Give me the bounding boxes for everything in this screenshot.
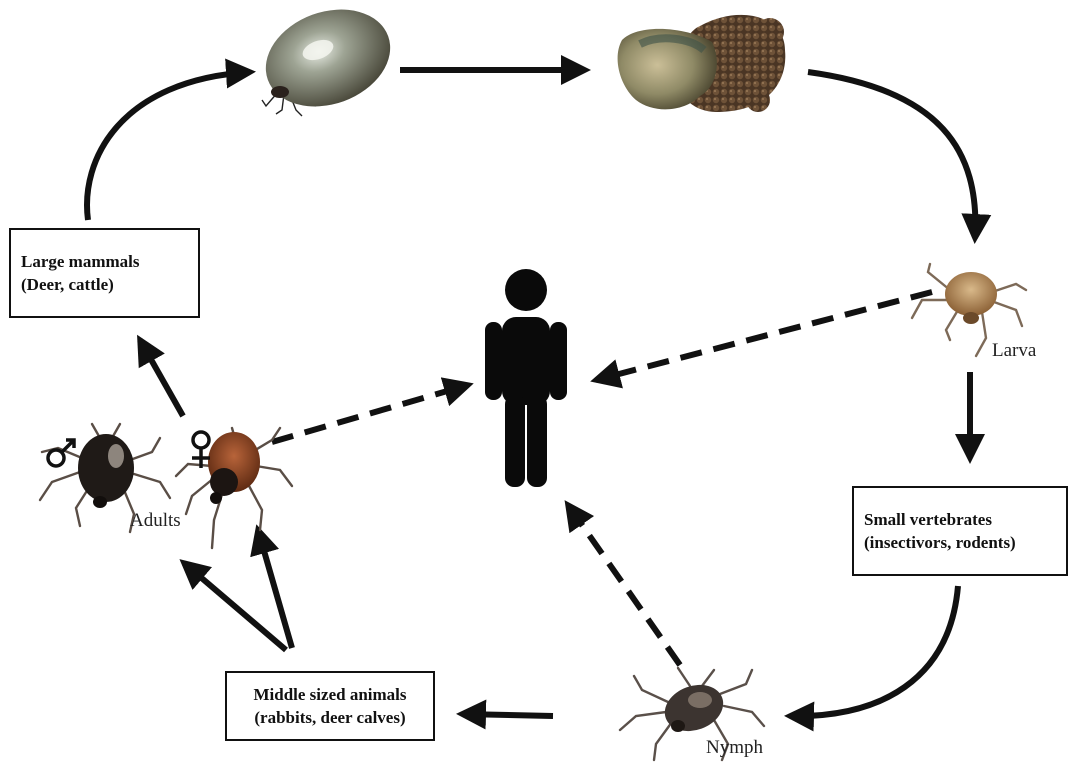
host-middle-line1: Middle sized animals (253, 683, 406, 706)
host-small-line1: Small vertebrates (864, 508, 1056, 531)
arrow-adults-to-large-mammals (140, 340, 183, 416)
host-middle-line2: (rabbits, deer calves) (254, 706, 405, 729)
arrow-small-vertebrates-to-nymph (790, 586, 958, 716)
egg-laying-female-icon (618, 15, 786, 112)
female-symbol-icon (192, 432, 210, 468)
arrow-eggs-to-larva (808, 72, 975, 238)
host-box-middle-sized-animals: Middle sized animals (rabbits, deer calv… (225, 671, 435, 741)
dashed-arrow-nymph-to-human (568, 505, 680, 665)
stage-label-adults: Adults (130, 510, 181, 532)
human-icon (485, 269, 567, 487)
stage-label-larva: Larva (992, 340, 1036, 362)
dashed-arrow-adult-to-human (272, 385, 468, 442)
arrow-large-mammals-to-engorged-female (87, 72, 250, 220)
dashed-arrow-larva-to-human (596, 292, 932, 380)
stage-label-nymph: Nymph (706, 737, 763, 759)
host-box-small-vertebrates: Small vertebrates (insectivors, rodents) (852, 486, 1068, 576)
host-small-line2: (insectivors, rodents) (864, 531, 1056, 554)
host-large-line2: (Deer, cattle) (21, 273, 188, 296)
arrow-nymph-to-middle-animals (462, 714, 553, 716)
engorged-female-tick-icon (252, 0, 404, 123)
human-bite-arrows (272, 292, 932, 665)
host-large-line1: Large mammals (21, 250, 188, 273)
host-box-large-mammals: Large mammals (Deer, cattle) (9, 228, 200, 318)
